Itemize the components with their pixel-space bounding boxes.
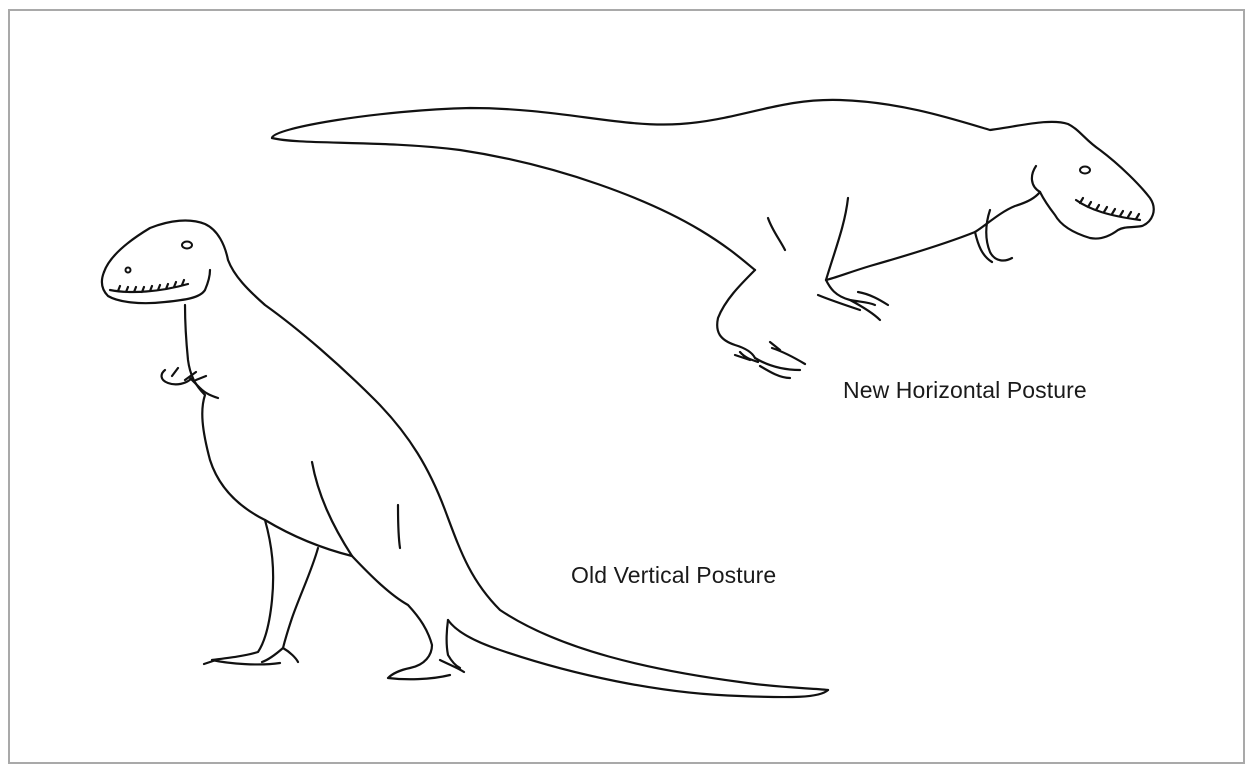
horizontal-trex-eye-icon bbox=[1080, 167, 1090, 174]
vertical-trex-eye-icon bbox=[182, 242, 192, 249]
label-new-horizontal-posture: New Horizontal Posture bbox=[843, 377, 1087, 404]
horizontal-trex-belly bbox=[826, 198, 848, 280]
horizontal-trex-tail-underside bbox=[272, 138, 755, 270]
label-old-vertical-posture: Old Vertical Posture bbox=[571, 562, 776, 589]
horizontal-trex-throat bbox=[826, 166, 1040, 280]
horizontal-trex-back bbox=[272, 100, 1154, 239]
horizontal-trex-teeth bbox=[1076, 198, 1140, 220]
vertical-trex-front-leg bbox=[204, 520, 318, 664]
vertical-trex-neck bbox=[185, 305, 352, 556]
vertical-trex-hind-leg bbox=[352, 505, 464, 679]
vertical-trex-belly bbox=[312, 462, 352, 556]
vertical-trex-nostril-icon bbox=[126, 268, 131, 273]
vertical-trex-teeth bbox=[110, 280, 188, 292]
horizontal-trex-rear-foot bbox=[735, 342, 805, 378]
vertical-trex-back bbox=[104, 221, 828, 690]
horizontal-trex bbox=[272, 100, 1154, 378]
horizontal-trex-far-leg bbox=[818, 280, 888, 320]
vertical-trex-jaw bbox=[102, 270, 210, 303]
horizontal-trex-thigh bbox=[717, 218, 785, 358]
vertical-trex bbox=[102, 221, 828, 698]
